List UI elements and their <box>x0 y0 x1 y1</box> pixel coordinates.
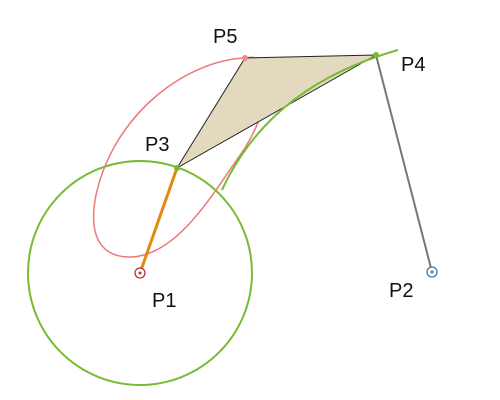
p4-label: P4 <box>401 54 425 76</box>
p5-vertex <box>242 55 248 61</box>
p1-pivot-center <box>138 271 142 275</box>
p3-label: P3 <box>145 134 169 156</box>
p5-label: P5 <box>213 26 237 48</box>
p3-vertex <box>174 165 180 171</box>
p4-vertex <box>373 52 379 58</box>
crank-link <box>138 167 179 274</box>
p2-pivot-center <box>430 270 434 274</box>
p1-label: P1 <box>152 290 176 312</box>
crank-circle <box>27 160 253 386</box>
rocker-link <box>375 54 433 273</box>
p2-label: P2 <box>389 280 413 302</box>
rocker-arc <box>221 49 399 191</box>
coupler-triangle <box>176 54 377 169</box>
